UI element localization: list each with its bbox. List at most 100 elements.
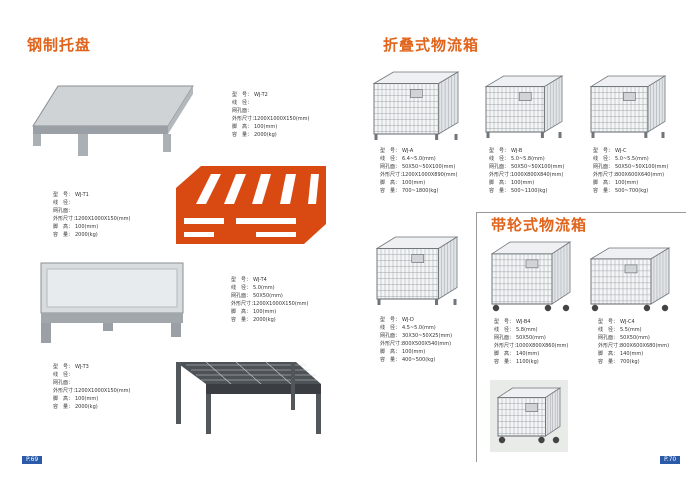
spec-row: 脚 高：100(mm) <box>232 123 310 131</box>
spec-value: 50X50~50X100(mm) <box>511 164 565 170</box>
spec-label: 型 号： <box>598 319 619 325</box>
heading-wheeled-box: 带轮式物流箱 <box>491 216 588 234</box>
spec-row: 网孔面：50X50~50X100(mm) <box>380 163 458 171</box>
spec-label: 型 号： <box>593 148 614 154</box>
spec-value: 1100(kg) <box>516 359 539 365</box>
spec-label: 容 量： <box>380 188 401 194</box>
spec-value: WJ-T4 <box>253 277 267 283</box>
spec-value: 2000(kg) <box>253 317 276 323</box>
spec-row: 脚 高：100(mm) <box>593 179 668 187</box>
spec-row: 脚 高：140(mm) <box>598 350 669 358</box>
spec-label: 容 量： <box>231 317 252 323</box>
spec-label: 容 量： <box>489 188 510 194</box>
spec-label: 脚 高： <box>53 396 74 402</box>
pallet-wj-t2-image <box>32 85 194 156</box>
pallet-wj-t3-image <box>40 262 184 343</box>
spec-label: 外形尺寸： <box>598 343 624 349</box>
spec-value: 1200X1000X150(mm) <box>253 301 309 307</box>
spec-value: 400~500(kg) <box>402 357 436 363</box>
spec-value: WJ-D <box>402 317 414 323</box>
spec-value: 5.0~5.8(mm) <box>511 156 545 162</box>
spec-row: 线 径：4.5~5.0(mm) <box>380 324 452 332</box>
section-divider-vertical <box>476 212 477 462</box>
spec-row: 外形尺寸：1200X1000X150(mm) <box>53 215 131 223</box>
spec-value: WJ-T2 <box>254 92 268 98</box>
spec-label: 线 径： <box>598 327 619 333</box>
spec-row: 容 量：2000(kg) <box>232 131 310 139</box>
spec-row: 网孔面： <box>232 107 310 115</box>
spec-row: 脚 高：140(mm) <box>494 350 568 358</box>
spec-value: 100(mm) <box>402 180 426 186</box>
spec-value: 1200X1000X150(mm) <box>75 216 131 222</box>
cage-wj-a-image <box>372 71 460 140</box>
spec-label: 外形尺寸： <box>593 172 619 178</box>
spec-row: 线 径： <box>53 199 131 207</box>
spec-row: 型 号：WJ-B4 <box>494 318 568 326</box>
spec-row: 容 量：2000(kg) <box>231 316 309 324</box>
spec-row: 线 径：5.5(mm) <box>598 326 669 334</box>
spec-label: 线 径： <box>53 200 74 206</box>
spec-row: 容 量：500~1100(kg) <box>489 187 564 195</box>
spec-row: 外形尺寸：800X600X680(mm) <box>598 342 669 350</box>
spec-value: 50X50~50X100(mm) <box>615 164 669 170</box>
spec-value: 1200X1000X150(mm) <box>75 388 131 394</box>
spec-row: 外形尺寸：1200X1000X150(mm) <box>232 115 310 123</box>
spec-value: 5.0(mm) <box>253 285 275 291</box>
spec-value: 1000X800X860(mm) <box>516 343 569 349</box>
spec-row: 外形尺寸：1200X1000X150(mm) <box>231 300 309 308</box>
spec-label: 网孔面： <box>598 335 619 341</box>
spec-label: 容 量： <box>494 359 515 365</box>
spec-label: 外形尺寸： <box>231 301 257 307</box>
spec-label: 网孔面： <box>494 335 515 341</box>
spec-value: 500~700(kg) <box>615 188 649 194</box>
spec-row: 容 量：2000(kg) <box>53 231 131 239</box>
spec-row: 脚 高：100(mm) <box>380 179 458 187</box>
spec-label: 外形尺寸： <box>494 343 520 349</box>
cage-wj-b-image <box>484 75 564 138</box>
spec-label: 容 量： <box>53 232 74 238</box>
spec-label: 脚 高： <box>598 351 619 357</box>
page-number-right: P.70 <box>660 456 681 464</box>
spec-label: 容 量： <box>598 359 619 365</box>
spec-value: 100(mm) <box>402 349 426 355</box>
spec-value: 500~1100(kg) <box>511 188 548 194</box>
spec-value: 2000(kg) <box>254 132 277 138</box>
spec-label: 脚 高： <box>593 180 614 186</box>
spec-label: 外形尺寸： <box>380 172 406 178</box>
spec-value: 5.0~5.5(mm) <box>615 156 649 162</box>
spec-label: 线 径： <box>53 372 74 378</box>
spec-row: 型 号：WJ-C4 <box>598 318 669 326</box>
spec-row: 型 号：WJ-T2 <box>232 91 310 99</box>
spec-row: 型 号：WJ-T4 <box>231 276 309 284</box>
spec-label: 容 量： <box>53 404 74 410</box>
spec-label: 网孔面： <box>53 380 74 386</box>
heading-steel-pallet: 钢制托盘 <box>27 36 92 54</box>
spec-label: 线 径： <box>489 156 510 162</box>
spec-row: 脚 高：100(mm) <box>53 395 131 403</box>
spec-row: 线 径：5.0~5.5(mm) <box>593 155 668 163</box>
spec-label: 网孔面： <box>380 333 401 339</box>
spec-label: 容 量： <box>232 132 253 138</box>
spec-label: 外形尺寸： <box>232 116 258 122</box>
spec-label: 脚 高： <box>53 224 74 230</box>
spec-label: 容 量： <box>593 188 614 194</box>
cage-yellow-photo <box>490 380 568 452</box>
spec-value: 140(mm) <box>620 351 644 357</box>
spec-label: 外形尺寸： <box>489 172 515 178</box>
spec-value: WJ-B4 <box>516 319 531 325</box>
spec-value: 800X500X540(mm) <box>402 341 452 347</box>
cage-wj-d-image <box>375 236 459 305</box>
spec-label: 容 量： <box>380 357 401 363</box>
spec-label: 线 径： <box>380 325 401 331</box>
spec-row: 型 号：WJ-D <box>380 316 452 324</box>
cage-yellow-image <box>496 387 562 444</box>
spec-label: 网孔面： <box>593 164 614 170</box>
cage-wj-b4-image <box>490 241 572 312</box>
spec-value: 800X600X640(mm) <box>615 172 665 178</box>
spec-row: 型 号：WJ-T3 <box>53 363 131 371</box>
spec-row: 容 量：2000(kg) <box>53 403 131 411</box>
spec-label: 外形尺寸： <box>53 216 79 222</box>
spec-label: 脚 高： <box>489 180 510 186</box>
